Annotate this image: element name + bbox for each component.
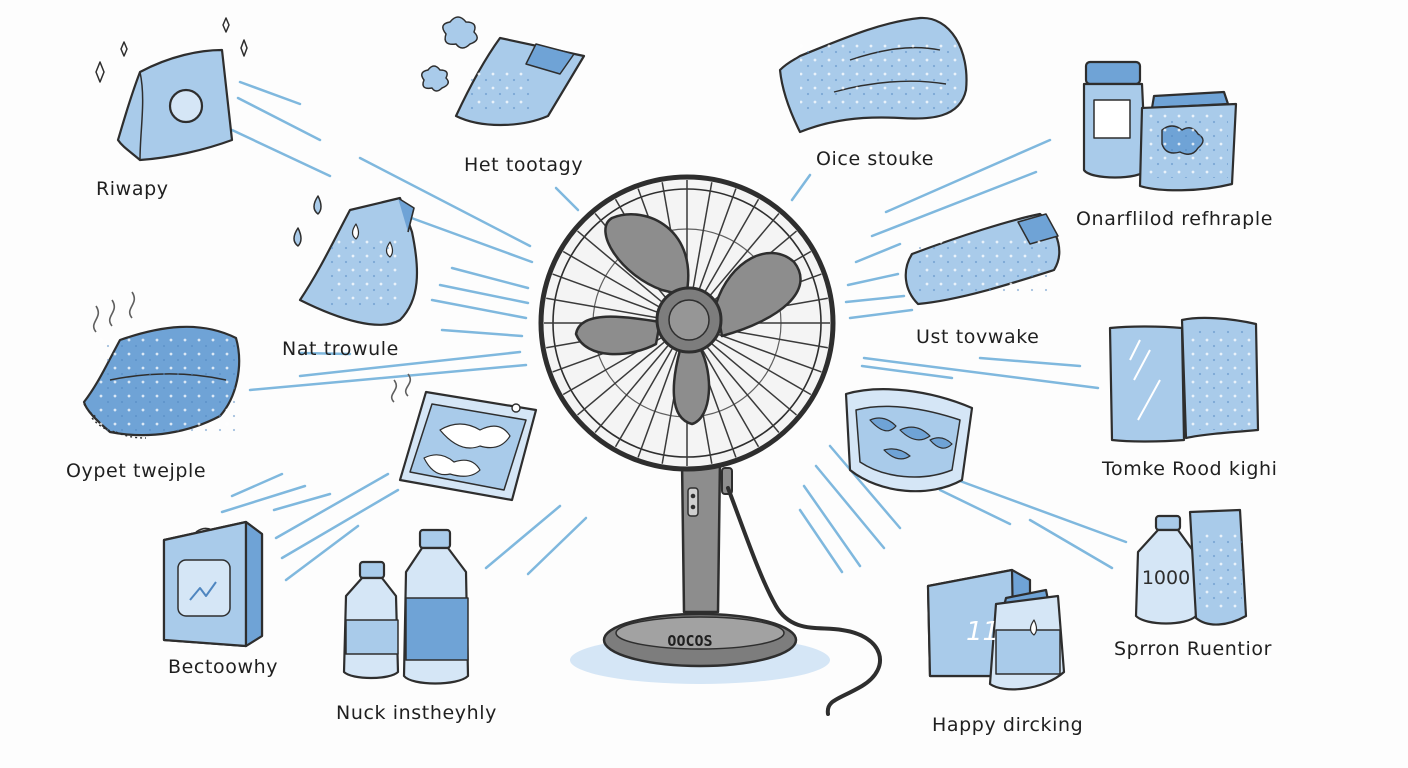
label-nuck: Nuck instheyhly — [336, 702, 497, 724]
label-het-tootagy: Het tootagy — [464, 154, 584, 176]
ice-pack-icon — [904, 212, 1061, 306]
label-sprron: Sprron Ruentior — [1114, 638, 1272, 660]
fan-cage-spoke — [696, 188, 737, 296]
fan-cage-spoke — [594, 345, 669, 433]
ice-bag-icon — [421, 16, 586, 127]
label-riwapy: Riwapy — [96, 178, 169, 200]
fan-cage-spoke — [552, 273, 660, 314]
gel-sheet-icon — [778, 16, 968, 134]
label-onarflilod: Onarflilod refhraple — [1076, 208, 1273, 230]
fan-cage-spoke — [709, 341, 797, 416]
bottle-label: 1000 — [1142, 567, 1190, 589]
cooling-sheets-icon — [1108, 316, 1260, 443]
label-tomke: Tomke Rood kighi — [1102, 458, 1278, 480]
fan-cage-spoke — [701, 198, 760, 298]
fan-cage-spoke — [546, 297, 658, 319]
air-streaks — [220, 80, 1128, 582]
water-bottle-icon — [342, 528, 470, 685]
fan-cage-spoke — [577, 341, 665, 416]
fan-icon — [538, 174, 882, 716]
fan-cage-spoke — [691, 182, 713, 294]
water-bag-icon — [293, 195, 419, 326]
book-number: 11 — [966, 617, 999, 647]
fan-cage-spoke — [637, 350, 678, 458]
fan-cage-spoke — [705, 345, 780, 433]
label-ust-tovwake: Ust tovwake — [916, 326, 1040, 348]
box-icon — [162, 520, 264, 648]
ice-container-icon — [844, 388, 974, 493]
fan-cage-spoke — [705, 213, 780, 301]
cold-pack-icon — [95, 17, 248, 162]
label-nat-trowule: Nat trowule — [282, 338, 399, 360]
label-happy: Happy dircking — [932, 714, 1084, 736]
fan-cage-spoke — [562, 250, 662, 309]
towel-icon — [82, 291, 241, 439]
cooling-gel-tray-icon — [390, 373, 538, 502]
book-jug-icon — [926, 568, 1066, 691]
fan-cage-spoke — [714, 332, 822, 373]
fan-cage-spoke — [614, 348, 673, 448]
fan-cage-spoke — [712, 337, 812, 396]
jars-icon — [1082, 60, 1238, 192]
fan-base-text: OOCOS — [667, 632, 712, 650]
bottle-bag-icon — [1134, 508, 1248, 626]
fan-cage-spoke — [701, 348, 760, 448]
label-bectoowhy: Bectoowhy — [168, 656, 279, 678]
label-oice-stouke: Oice stouke — [816, 148, 935, 170]
label-oypet: Oypet twejple — [66, 460, 207, 482]
fan-cage-spoke — [577, 230, 665, 305]
